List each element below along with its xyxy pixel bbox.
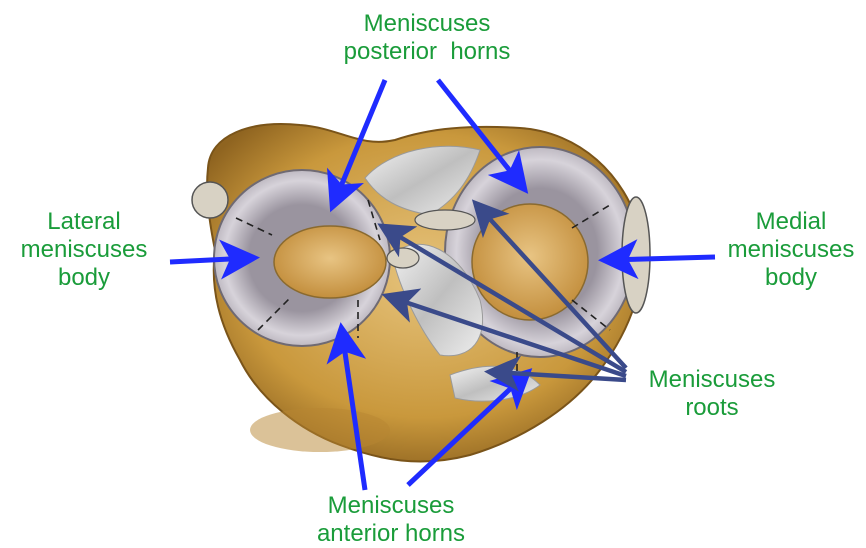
label-anterior-horns: Meniscuses anterior horns [282,492,500,548]
label-posterior-horns: Meniscuses posterior horns [316,10,538,66]
posterior-horn-insertion [415,210,475,230]
lateral-root-insertion [387,248,419,268]
fibula-head [192,182,228,218]
label-roots: Meniscuses roots [628,366,796,422]
medial-collateral-ligament [622,197,650,313]
arrow-icon [608,257,715,260]
label-medial-body: Medial meniscuses body [716,208,866,292]
label-lateral-body: Lateral meniscuses body [0,208,168,292]
